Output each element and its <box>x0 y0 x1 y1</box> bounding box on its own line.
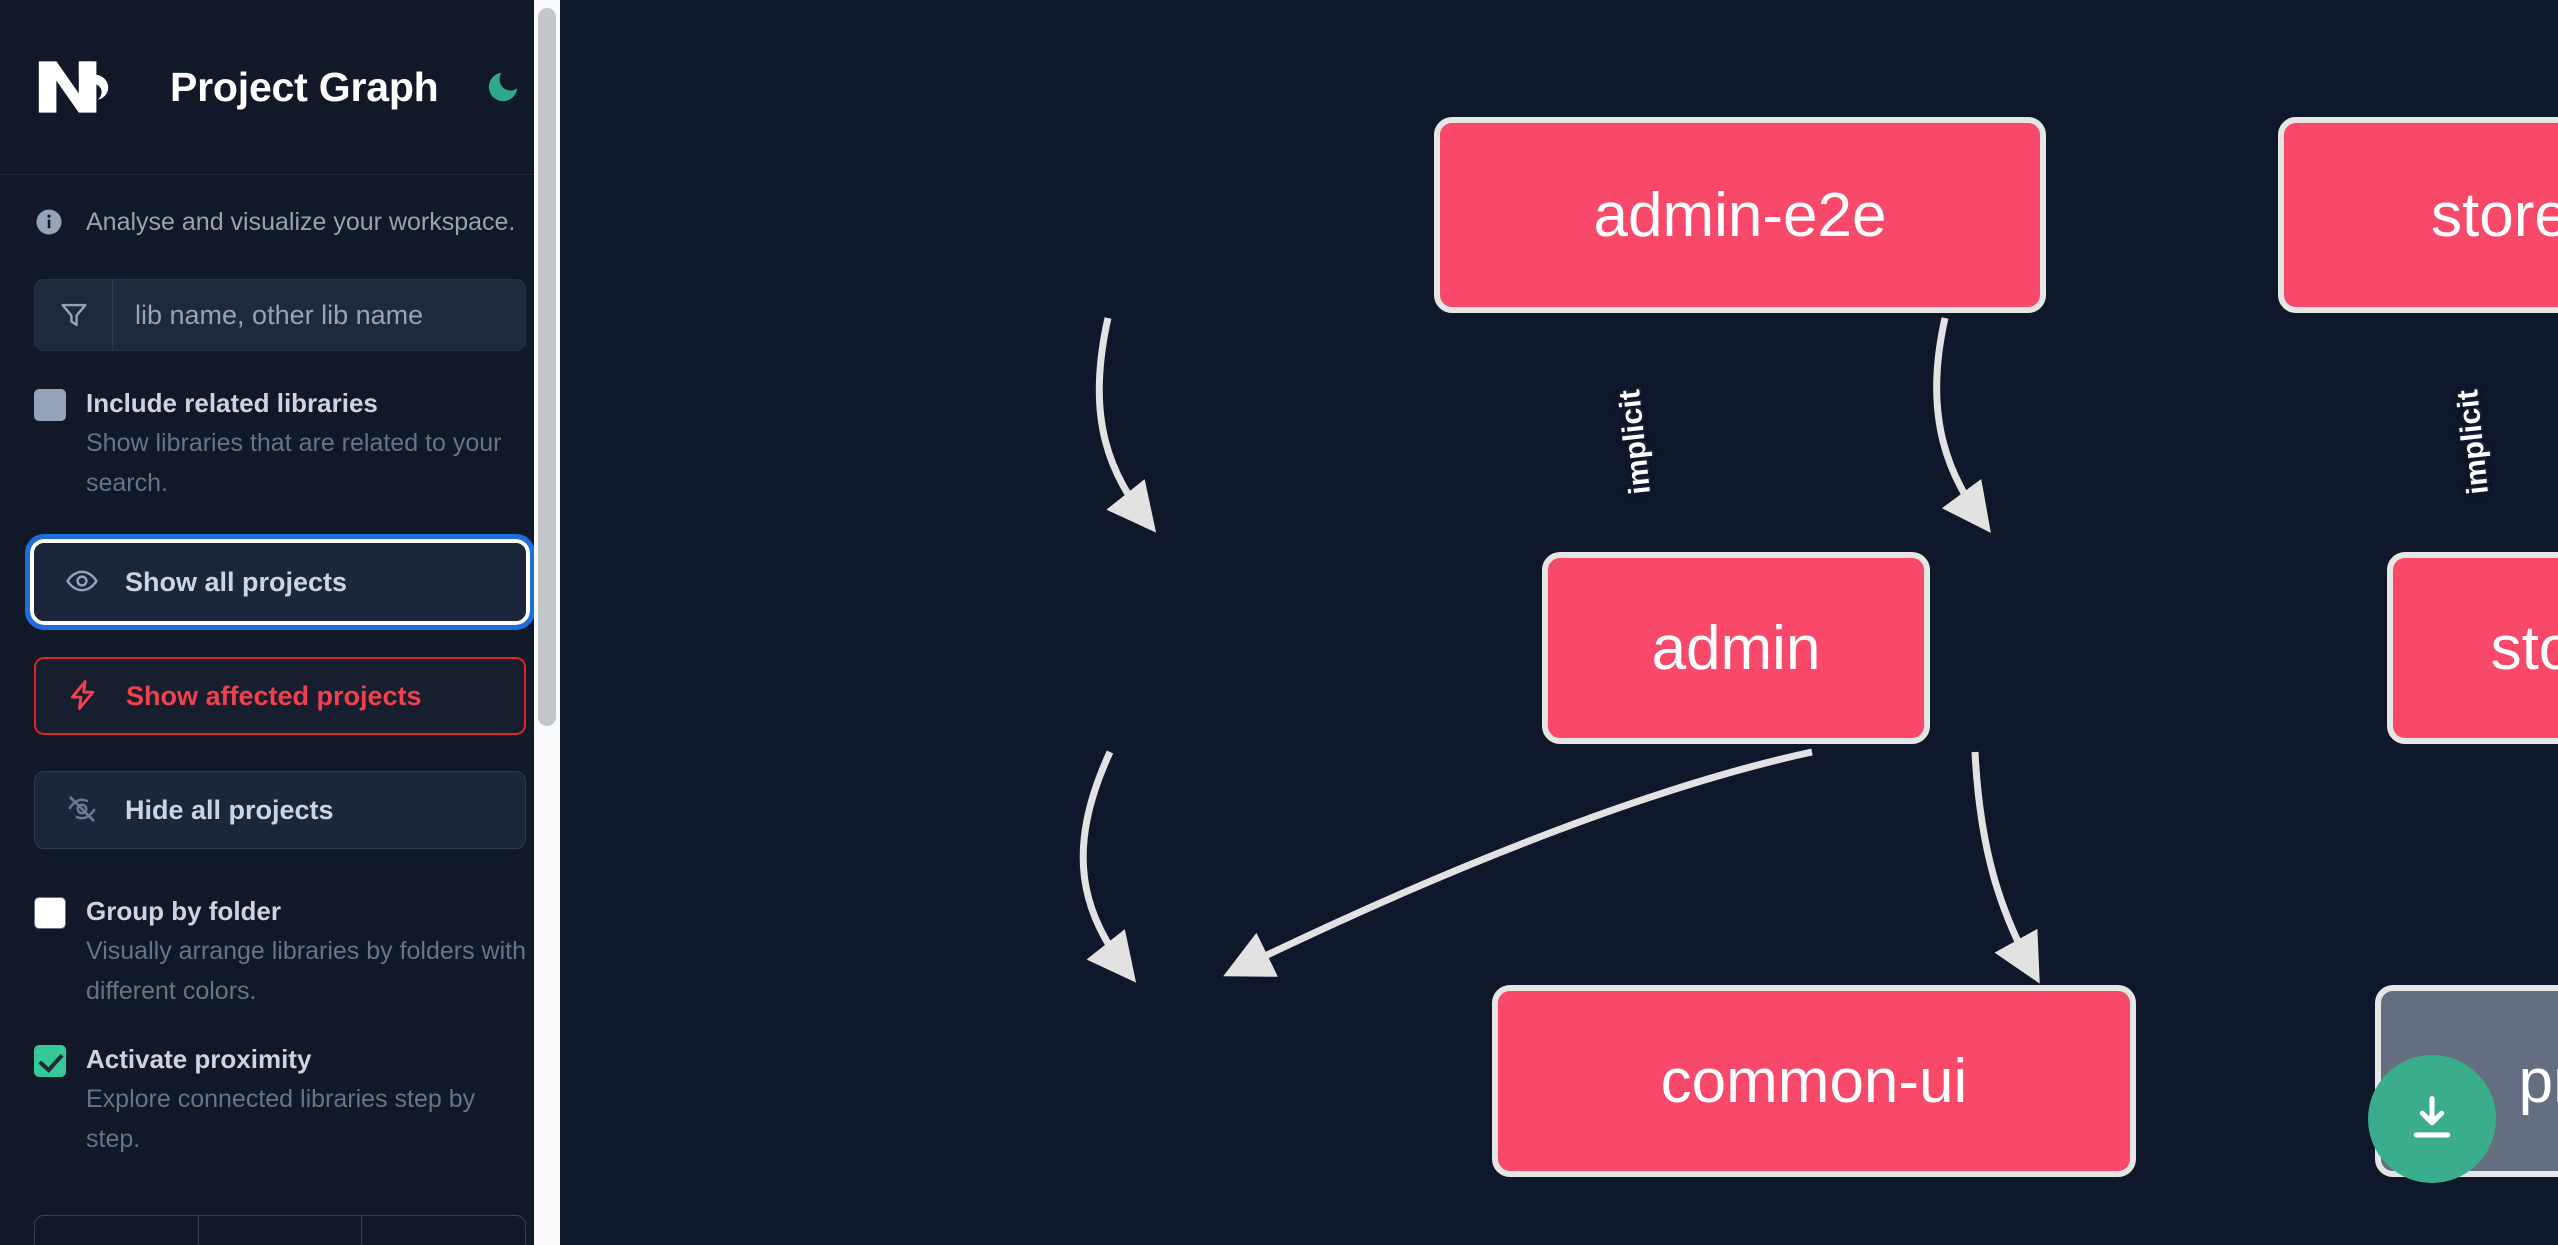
graph-node-label: admin <box>1651 613 1821 683</box>
proximity-step-segment[interactable] <box>362 1216 525 1245</box>
graph-node-store-e2e[interactable]: store-e2e <box>2278 117 2558 313</box>
graph-node-label: admin-e2e <box>1593 180 1887 250</box>
search-input[interactable] <box>113 280 525 350</box>
option-title: Group by folder <box>86 896 281 926</box>
hide-all-projects-label: Hide all projects <box>125 794 334 825</box>
graph-node-admin-e2e[interactable]: admin-e2e <box>1434 117 2046 313</box>
option-description: Show libraries that are related to your … <box>86 429 502 497</box>
moon-icon[interactable] <box>481 64 526 110</box>
show-affected-projects-label: Show affected projects <box>126 680 422 711</box>
edge-admin-e2e-to-admin <box>1095 317 1157 533</box>
proximity-step-segment[interactable] <box>199 1216 363 1245</box>
option-title: Activate proximity <box>86 1044 312 1074</box>
graph-node-label: store <box>2490 613 2558 683</box>
edge-store-to-products <box>1971 751 2040 984</box>
checkbox-include-related-libraries[interactable] <box>34 389 66 421</box>
filter-funnel-icon <box>35 280 113 350</box>
proximity-step-button-group[interactable] <box>34 1215 526 1245</box>
download-graph-button[interactable] <box>2368 1055 2496 1183</box>
lightning-bolt-icon <box>66 678 100 715</box>
option-texts: Activate proximity Explore connected lib… <box>86 1039 526 1159</box>
graph-canvas[interactable]: admin-e2e store-e2e admin store common-u… <box>560 0 2558 1245</box>
option-title: Include related libraries <box>86 388 378 418</box>
nx-logo-icon <box>34 53 130 121</box>
graph-node-label: common-ui <box>1660 1046 1968 1116</box>
sidebar-subtitle: Analyse and visualize your workspace. <box>86 207 516 236</box>
download-icon <box>2403 1089 2461 1150</box>
eye-off-icon <box>65 792 99 829</box>
checkbox-group-by-folder[interactable] <box>34 897 66 929</box>
search-bar[interactable] <box>34 279 526 351</box>
edge-admin-to-common-ui <box>1079 750 1137 983</box>
graph-node-label: store-e2e <box>2431 180 2558 250</box>
eye-icon <box>65 564 99 601</box>
show-all-projects-button[interactable]: Show all projects <box>25 534 535 630</box>
projects-button-group: Show all projects Show affected projects <box>0 503 560 849</box>
graph-node-label: products <box>2518 1046 2558 1116</box>
option-description: Visually arrange libraries by folders wi… <box>86 937 527 1005</box>
edge-store-to-common-ui <box>1223 748 1813 977</box>
option-include-related-libraries[interactable]: Include related libraries Show libraries… <box>0 351 560 503</box>
sidebar: Project Graph Analyse and visualize your… <box>0 0 560 1245</box>
graph-node-store[interactable]: store <box>2387 552 2558 744</box>
sidebar-header: Project Graph <box>0 0 560 175</box>
graph-node-common-ui[interactable]: common-ui <box>1492 985 2136 1177</box>
option-texts: Include related libraries Show libraries… <box>86 383 526 503</box>
show-all-projects-label: Show all projects <box>125 566 348 597</box>
proximity-step-segment[interactable] <box>35 1216 199 1245</box>
sidebar-subtitle-row: Analyse and visualize your workspace. <box>0 175 560 259</box>
info-icon <box>34 207 64 237</box>
sidebar-scrollbar-thumb[interactable] <box>538 8 556 726</box>
option-activate-proximity[interactable]: Activate proximity Explore connected lib… <box>0 1011 560 1159</box>
page-title: Project Graph <box>170 63 439 110</box>
hide-all-projects-button[interactable]: Hide all projects <box>34 771 526 849</box>
option-description: Explore connected libraries step by step… <box>86 1085 476 1153</box>
sidebar-scrollbar[interactable] <box>534 0 560 1245</box>
show-affected-projects-button[interactable]: Show affected projects <box>34 657 526 735</box>
option-texts: Group by folder Visually arrange librari… <box>86 891 526 1011</box>
option-group-by-folder[interactable]: Group by folder Visually arrange librari… <box>0 849 560 1011</box>
graph-node-admin[interactable]: admin <box>1542 552 1930 744</box>
checkbox-activate-proximity[interactable] <box>34 1045 66 1077</box>
graph-edges <box>1079 317 2040 984</box>
edge-store-e2e-to-store <box>1933 317 1991 533</box>
